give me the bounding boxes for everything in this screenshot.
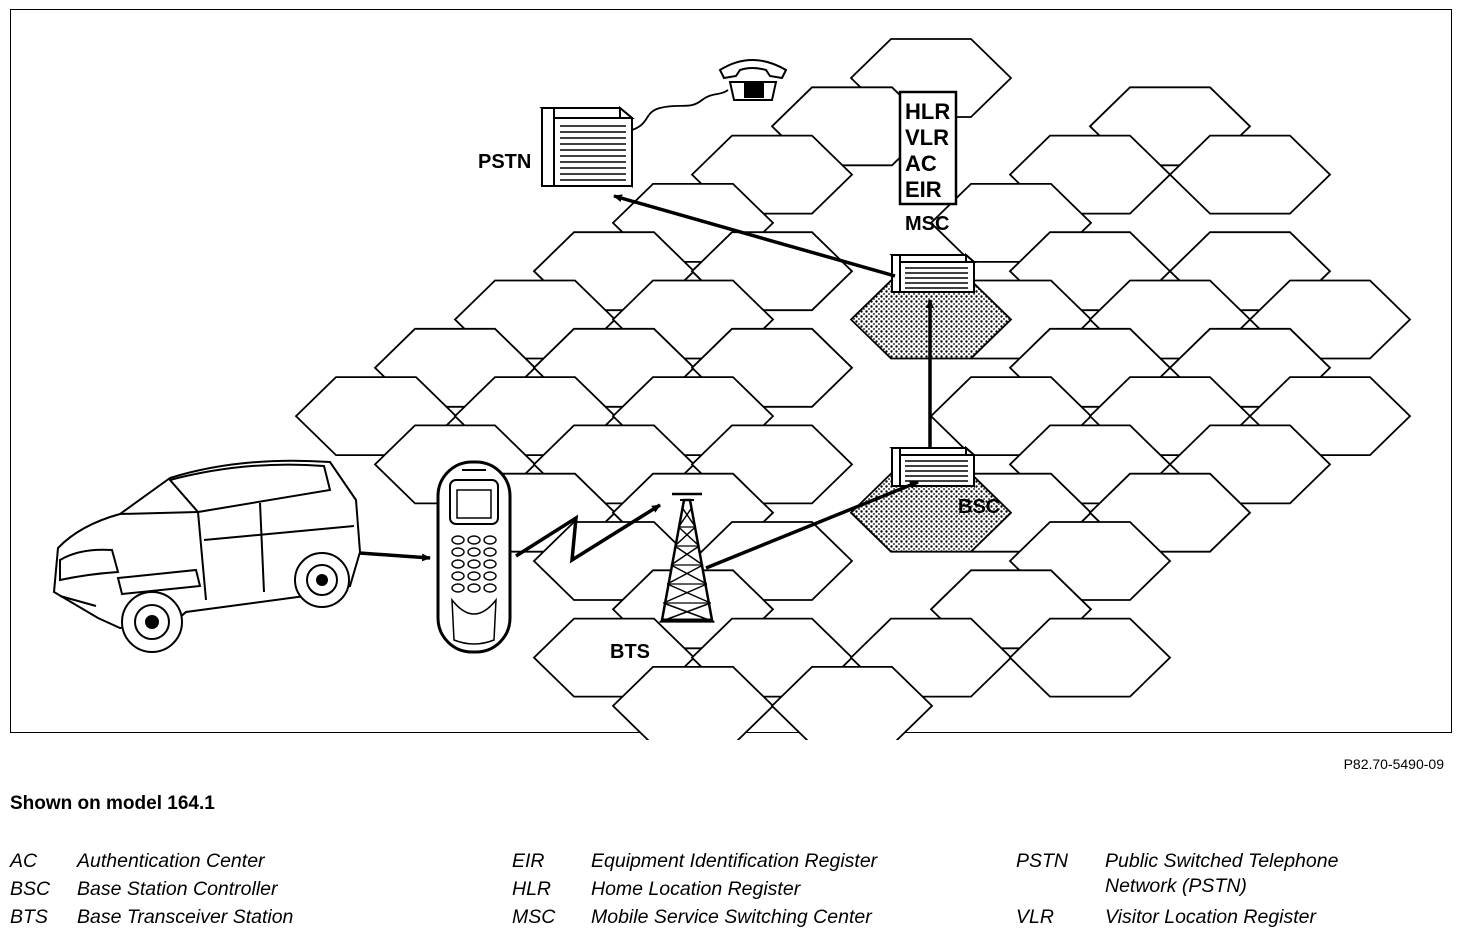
car-icon (52, 459, 362, 653)
legend-abbr: MSC (512, 906, 556, 928)
register-ac: AC (905, 151, 937, 176)
legend-abbr: AC (10, 850, 38, 872)
bts-to-bsc-link (705, 480, 919, 570)
pstn-label: PSTN (478, 151, 531, 173)
legend-abbr: PSTN (1016, 850, 1069, 872)
msc-label: MSC (905, 213, 949, 235)
bts-tower-icon (659, 492, 715, 623)
legend-abbr: BSC (10, 878, 51, 900)
legend-column-2: EIR Equipment Identification Register HL… (512, 848, 1002, 932)
pstn-switch (539, 105, 635, 188)
register-stack: HLR VLR AC EIR (898, 90, 958, 206)
mobile-phone-icon (436, 460, 512, 654)
cell-hexagon (770, 666, 934, 740)
legend-abbr: VLR (1016, 906, 1054, 928)
legend-column-3: PSTN Public Switched Telephone Network (… (1016, 848, 1456, 932)
bsc-label: BSC (958, 496, 1000, 518)
legend-definition: Home Location Register (591, 878, 801, 900)
radio-link (515, 503, 661, 564)
legend-definition: Public Switched Telephone (1105, 850, 1339, 872)
model-caption: Shown on model 164.1 (10, 793, 215, 814)
reference-code: P82.70-5490-09 (1343, 756, 1444, 772)
bsc-switch (889, 445, 977, 488)
msc-to-pstn-link (613, 194, 896, 278)
legend-definition: Base Transceiver Station (77, 906, 294, 928)
bts-label: BTS (610, 641, 650, 663)
legend-definition: Mobile Service Switching Center (591, 906, 872, 928)
legend-definition: Authentication Center (77, 850, 265, 872)
legend-definition: Base Station Controller (77, 878, 278, 900)
legend-definition: Network (PSTN) (1105, 875, 1247, 897)
legend-column-1: AC Authentication Center BSC Base Statio… (10, 848, 490, 932)
register-vlr: VLR (905, 125, 949, 150)
cell-hexagon (1168, 134, 1332, 215)
register-eir: EIR (905, 177, 942, 202)
phone-cord (631, 89, 729, 131)
cell-hexagon (1008, 617, 1172, 698)
legend-abbr: EIR (512, 850, 545, 872)
cell-grid (294, 38, 1412, 740)
legend-abbr: BTS (10, 906, 48, 928)
legend-definition: Visitor Location Register (1105, 906, 1316, 928)
telephone-icon (718, 59, 788, 101)
register-hlr: HLR (905, 99, 950, 124)
msc-switch (889, 252, 977, 294)
gsm-network-diagram: PSTN HLR VLR AC EIR MSC BSC (52, 38, 1412, 740)
legend-abbr: HLR (512, 878, 552, 900)
legend-definition: Equipment Identification Register (591, 850, 878, 872)
